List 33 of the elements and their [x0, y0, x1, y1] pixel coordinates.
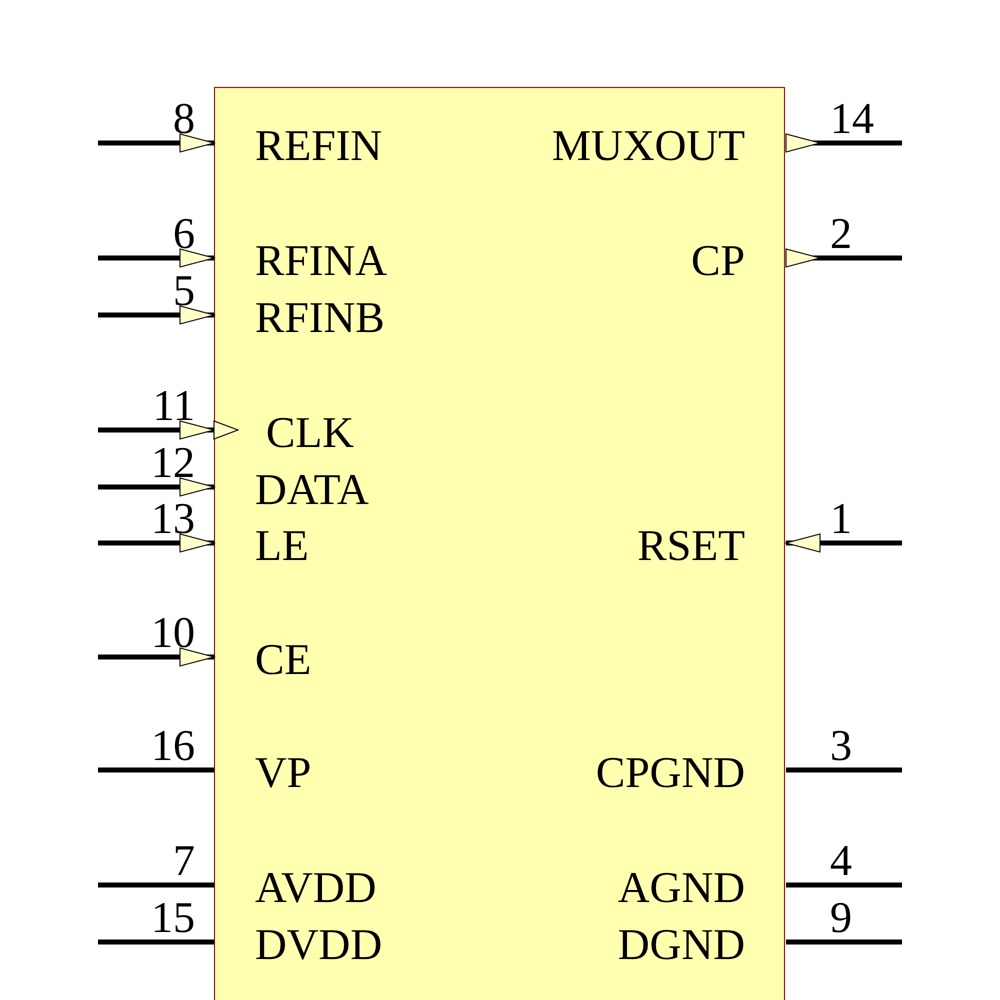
pin-number: 3 [830, 724, 852, 768]
chip-body [214, 87, 785, 1000]
pin-name: CP [691, 239, 745, 283]
pin-number: 9 [830, 896, 852, 940]
pin-number: 6 [173, 212, 195, 256]
pin-name: REFIN [255, 124, 382, 168]
pin-name: DGND [618, 923, 745, 967]
pin-name: MUXOUT [552, 124, 745, 168]
pin-name: DATA [255, 468, 369, 512]
pin-name: RFINA [255, 239, 388, 283]
pin-number: 11 [152, 384, 195, 428]
pin-name: AVDD [255, 866, 376, 910]
pin-name: LE [255, 524, 309, 568]
pin-number: 5 [173, 269, 195, 313]
pin-number: 1 [830, 497, 852, 541]
pin-name: DVDD [255, 923, 382, 967]
pin-number: 15 [151, 896, 195, 940]
pin-name: AGND [618, 866, 745, 910]
pin-number: 10 [151, 611, 195, 655]
pin-name: CPGND [596, 751, 745, 795]
pin-name: RSET [637, 524, 745, 568]
pin-name: RFINB [255, 296, 385, 340]
pin-number: 12 [151, 441, 195, 485]
pin-number: 4 [830, 839, 852, 883]
pin-number: 14 [830, 97, 874, 141]
pin-name: VP [255, 751, 312, 795]
pin-number: 8 [173, 97, 195, 141]
pin-name: CLK [266, 411, 354, 455]
pin-number: 16 [151, 724, 195, 768]
pin-name: CE [255, 638, 312, 682]
pin-number: 13 [151, 497, 195, 541]
pin-number: 2 [830, 212, 852, 256]
pin-number: 7 [173, 839, 195, 883]
